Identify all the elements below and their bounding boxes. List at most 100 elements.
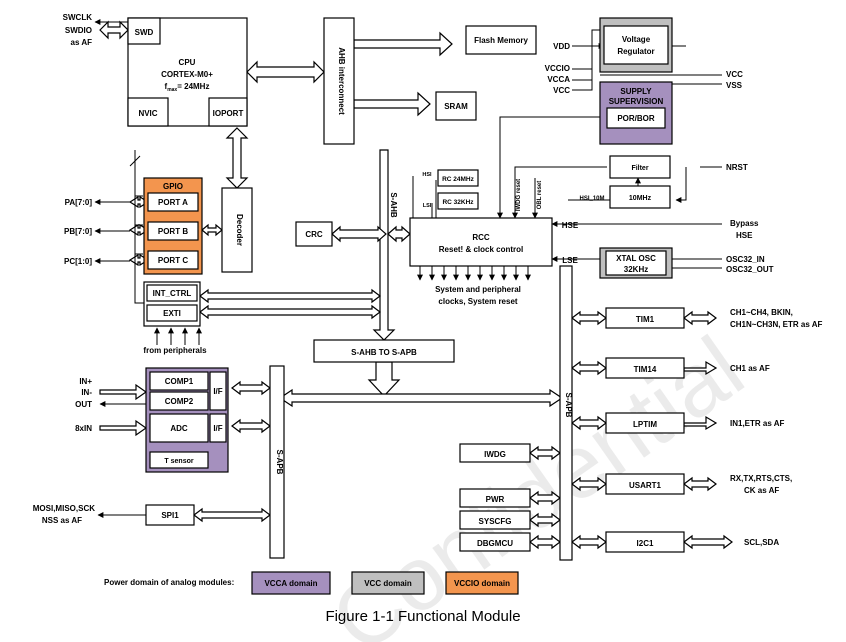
svg-text:HSE: HSE: [736, 231, 753, 240]
svg-text:10MHz: 10MHz: [629, 195, 652, 202]
bus-arrows: [99, 20, 733, 550]
svg-text:DBGMCU: DBGMCU: [477, 539, 513, 548]
svg-text:VCCIO: VCCIO: [545, 64, 570, 73]
svg-text:HSI: HSI: [422, 172, 432, 178]
svg-text:PA[7:0]: PA[7:0]: [65, 198, 93, 207]
svg-text:Reset! & clock control: Reset! & clock control: [439, 245, 523, 254]
svg-text:as AF: as AF: [71, 38, 93, 47]
svg-text:OBL reset: OBL reset: [537, 181, 543, 210]
svg-text:S-AHB: S-AHB: [389, 192, 398, 218]
legend-vcc-swatch: [351, 571, 425, 595]
svg-text:Decoder: Decoder: [235, 214, 244, 246]
svg-text:VCCA domain: VCCA domain: [264, 579, 317, 588]
svg-text:PWR: PWR: [486, 495, 505, 504]
svg-text:S-APB: S-APB: [564, 393, 573, 418]
svg-text:CRC: CRC: [305, 230, 323, 239]
svg-text:NSS as AF: NSS as AF: [42, 516, 82, 525]
svg-text:VCCIO domain: VCCIO domain: [454, 579, 510, 588]
svg-text:I/F: I/F: [213, 424, 222, 433]
signal-lines: [94, 19, 722, 518]
apb-peripherals: TIM1 TIM14 LPTIM IWDG USART1 PWR SYSCFG …: [459, 307, 685, 553]
nvic-label: NVIC: [138, 109, 157, 118]
xtal-osc: XTAL OSC 32KHz: [599, 247, 673, 279]
svg-text:Regulator: Regulator: [617, 47, 654, 56]
svg-text:RC 24MHz: RC 24MHz: [442, 176, 475, 183]
swd-label: SWD: [135, 28, 154, 37]
svg-text:Filter: Filter: [631, 165, 648, 172]
svg-text:TIM14: TIM14: [634, 365, 657, 374]
svg-text:VCC: VCC: [553, 86, 570, 95]
svg-text:XTAL OSC: XTAL OSC: [616, 254, 656, 263]
svg-text:SWCLK: SWCLK: [63, 13, 93, 22]
svg-text:OSC32_IN: OSC32_IN: [726, 255, 765, 264]
int-ctrl-exti: INT_CTRL EXTI from peripherals: [143, 281, 207, 355]
svg-text:LPTIM: LPTIM: [633, 420, 657, 429]
svg-text:IN-: IN-: [81, 388, 92, 397]
cpu-label: CPU: [179, 58, 196, 67]
svg-text:OUT: OUT: [75, 400, 92, 409]
svg-text:RX,TX,RTS,CTS,: RX,TX,RTS,CTS,: [730, 474, 792, 483]
s-apb-left: S-APB: [269, 365, 285, 559]
ahb-to-apb-bridge: S-AHB TO S-APB: [313, 339, 455, 363]
svg-text:PORT B: PORT B: [158, 227, 188, 236]
svg-text:PORT C: PORT C: [158, 256, 188, 265]
svg-text:IWDG reset: IWDG reset: [516, 179, 522, 211]
legend-label: Power domain of analog modules:: [104, 578, 234, 587]
svg-text:PORT A: PORT A: [158, 198, 188, 207]
legend: Power domain of analog modules: VCCA dom…: [104, 571, 519, 595]
fmax-label: fmax= 24MHz: [165, 82, 210, 93]
svg-text:VCCA: VCCA: [547, 75, 570, 84]
decoder: Decoder: [221, 187, 253, 273]
svg-text:GPIO: GPIO: [163, 182, 183, 191]
svg-text:USART1: USART1: [629, 481, 662, 490]
svg-text:IN1,ETR as AF: IN1,ETR as AF: [730, 419, 784, 428]
svg-text:EXTI: EXTI: [163, 309, 181, 318]
svg-text:LSI: LSI: [423, 203, 432, 209]
flash-memory: Flash Memory: [465, 25, 537, 55]
svg-text:INT_CTRL: INT_CTRL: [153, 289, 192, 298]
ioport-label: IOPORT: [213, 109, 244, 118]
svg-text:LSE: LSE: [562, 256, 578, 265]
svg-text:HSI_10M: HSI_10M: [579, 196, 604, 202]
from-peripherals: from peripherals: [143, 346, 207, 355]
svg-text:SPI1: SPI1: [161, 511, 179, 520]
filter-block: Filter 10MHz HSI_10M: [579, 155, 671, 209]
svg-text:RC 32KHz: RC 32KHz: [442, 199, 474, 206]
cortex-label: CORTEX-M0+: [161, 70, 213, 79]
legend-vccio-swatch: [445, 571, 519, 595]
voltage-regulator: Voltage Regulator: [599, 17, 673, 73]
svg-text:S-AHB TO S-APB: S-AHB TO S-APB: [351, 348, 417, 357]
gpio-block: GPIO PORT A PORT B PORT C: [143, 177, 203, 275]
svg-text:Flash Memory: Flash Memory: [474, 36, 528, 45]
svg-text:32KHz: 32KHz: [624, 265, 648, 274]
s-ahb-bus: S-AHB: [389, 192, 398, 218]
svg-text:SUPPLY: SUPPLY: [620, 87, 652, 96]
cpu-block: SWD CPU CORTEX-M0+ fmax= 24MHz NVIC IOPO…: [127, 17, 248, 127]
spi1: SPI1: [145, 504, 195, 526]
svg-text:RCC: RCC: [472, 233, 490, 242]
sram: SRAM: [435, 91, 477, 121]
svg-text:I/F: I/F: [213, 387, 222, 396]
svg-text:POR/BOR: POR/BOR: [617, 114, 655, 123]
svg-text:CH1N~CH3N, ETR as AF: CH1N~CH3N, ETR as AF: [730, 320, 823, 329]
svg-text:Voltage: Voltage: [622, 35, 651, 44]
svg-text:IN+: IN+: [79, 377, 92, 386]
svg-text:VSS: VSS: [726, 81, 743, 90]
svg-text:VDD: VDD: [553, 42, 570, 51]
svg-text:COMP2: COMP2: [165, 397, 194, 406]
rcc-block: RCC Reset! & clock control RC 24MHz RC 3…: [409, 169, 579, 306]
svg-text:CK as AF: CK as AF: [744, 486, 779, 495]
supply-supervision: SUPPLY SUPERVISION POR/BOR: [599, 81, 673, 145]
svg-text:VCC: VCC: [726, 70, 743, 79]
legend-vcca-swatch: [251, 571, 331, 595]
svg-text:8xIN: 8xIN: [75, 424, 92, 433]
crc: CRC: [295, 221, 333, 247]
svg-text:COMP1: COMP1: [165, 377, 194, 386]
ahb-interconnect: AHB interconnect: [323, 17, 355, 145]
svg-text:TIM1: TIM1: [636, 315, 655, 324]
svg-text:System and peripheral: System and peripheral: [435, 285, 521, 294]
svg-text:VCC domain: VCC domain: [364, 579, 412, 588]
svg-text:CH1 as AF: CH1 as AF: [730, 364, 770, 373]
figure-caption: Figure 1-1 Functional Module: [325, 608, 521, 625]
